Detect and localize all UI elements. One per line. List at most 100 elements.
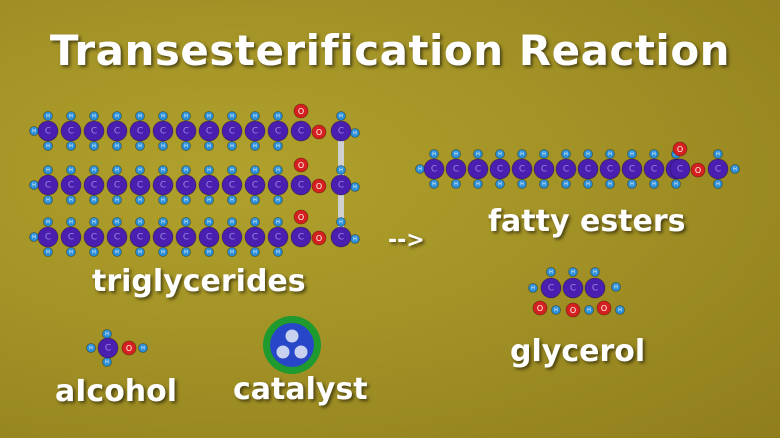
svg-text:H: H (454, 182, 458, 188)
carbon-atom: C (175, 120, 197, 142)
carbon-atom: C (445, 158, 467, 180)
svg-text:O: O (316, 234, 322, 243)
carbon-atom: C (221, 226, 243, 248)
carbon-atom: C (198, 120, 220, 142)
hydrogen-atom: H (451, 179, 461, 189)
svg-text:H: H (652, 182, 656, 188)
hydrogen-atom: H (250, 195, 260, 205)
hydrogen-atom: H (135, 165, 145, 175)
carbon-atom: C (83, 174, 105, 196)
svg-text:C: C (453, 165, 459, 175)
svg-text:H: H (608, 182, 612, 188)
carbon-atom: C (267, 174, 289, 196)
svg-text:H: H (46, 198, 50, 204)
hydrogen-atom: H (181, 217, 191, 227)
hydrogen-atom: H (66, 217, 76, 227)
svg-text:H: H (586, 182, 590, 188)
svg-text:C: C (252, 127, 258, 137)
hydrogen-atom: H (273, 217, 283, 227)
svg-text:O: O (316, 182, 322, 191)
svg-text:H: H (554, 308, 558, 314)
carbon-atom: C (267, 120, 289, 142)
hydrogen-atom: H (181, 165, 191, 175)
svg-text:H: H (230, 250, 234, 256)
hydrogen-atom: H (181, 195, 191, 205)
hydrogen-atom: H (568, 267, 578, 277)
carbon-atom: C (290, 226, 312, 248)
svg-text:H: H (115, 198, 119, 204)
alcohol-label: aIcohol (55, 374, 178, 409)
svg-text:C: C (114, 181, 120, 191)
hydrogen-atom: H (495, 179, 505, 189)
svg-text:H: H (69, 220, 73, 226)
hydrogen-atom: H (135, 111, 145, 121)
svg-text:H: H (161, 144, 165, 150)
catalyst-particle (294, 345, 308, 359)
svg-text:C: C (91, 181, 97, 191)
svg-text:C: C (183, 127, 189, 137)
hydrogen-atom: H (473, 179, 483, 189)
svg-text:H: H (161, 198, 165, 204)
hydrogen-atom: H (43, 165, 53, 175)
svg-text:C: C (298, 233, 304, 243)
carbon-atom: C (83, 226, 105, 248)
svg-text:C: C (541, 165, 547, 175)
svg-text:H: H (652, 152, 656, 158)
svg-text:C: C (229, 181, 235, 191)
svg-text:H: H (46, 250, 50, 256)
hydrogen-atom: H (158, 111, 168, 121)
carbon-atom: C (562, 277, 584, 299)
svg-text:H: H (542, 152, 546, 158)
hydrogen-atom: H (227, 195, 237, 205)
svg-text:H: H (608, 152, 612, 158)
svg-text:H: H (716, 182, 720, 188)
svg-text:H: H (138, 250, 142, 256)
carbon-atom: C (669, 158, 691, 180)
hydrogen-atom: H (517, 179, 527, 189)
svg-text:H: H (184, 114, 188, 120)
svg-text:O: O (126, 344, 132, 353)
svg-text:H: H (92, 168, 96, 174)
svg-text:H: H (161, 220, 165, 226)
carbon-atom: C (244, 226, 266, 248)
carbon-atom: C (106, 226, 128, 248)
hydrogen-atom: H (112, 165, 122, 175)
carbon-atom: C (175, 174, 197, 196)
carbon-atom: C (643, 158, 665, 180)
svg-text:C: C (114, 233, 120, 243)
svg-text:C: C (715, 165, 721, 175)
svg-text:H: H (276, 144, 280, 150)
hydrogen-atom: H (551, 305, 561, 315)
carbon-atom: C (599, 158, 621, 180)
carbon-atom: C (330, 120, 352, 142)
hydrogen-atom: H (227, 111, 237, 121)
hydrogen-atom: H (112, 141, 122, 151)
catalyst-label: catalyst (233, 372, 368, 407)
hydrogen-atom: H (135, 217, 145, 227)
hydrogen-atom: H (158, 247, 168, 257)
oxygen-atom: O (293, 157, 309, 173)
svg-text:H: H (339, 220, 343, 226)
hydrogen-atom: H (273, 111, 283, 121)
svg-text:H: H (564, 152, 568, 158)
svg-text:H: H (498, 152, 502, 158)
carbon-atom: C (330, 174, 352, 196)
carbon-atom: C (221, 120, 243, 142)
hydrogen-atom: H (66, 195, 76, 205)
triglycerides-label: triglycerides (92, 264, 306, 299)
svg-text:C: C (45, 127, 51, 137)
carbon-atom: C (511, 158, 533, 180)
svg-text:H: H (105, 360, 109, 366)
svg-text:H: H (230, 114, 234, 120)
svg-text:H: H (432, 182, 436, 188)
svg-text:H: H (476, 182, 480, 188)
svg-text:H: H (115, 250, 119, 256)
svg-text:H: H (454, 152, 458, 158)
hydrogen-atom: H (336, 165, 346, 175)
carbon-atom: C (198, 226, 220, 248)
svg-text:H: H (161, 168, 165, 174)
svg-text:C: C (45, 181, 51, 191)
hydrogen-atom: H (102, 357, 112, 367)
hydrogen-atom: H (66, 111, 76, 121)
carbon-atom: C (152, 120, 174, 142)
